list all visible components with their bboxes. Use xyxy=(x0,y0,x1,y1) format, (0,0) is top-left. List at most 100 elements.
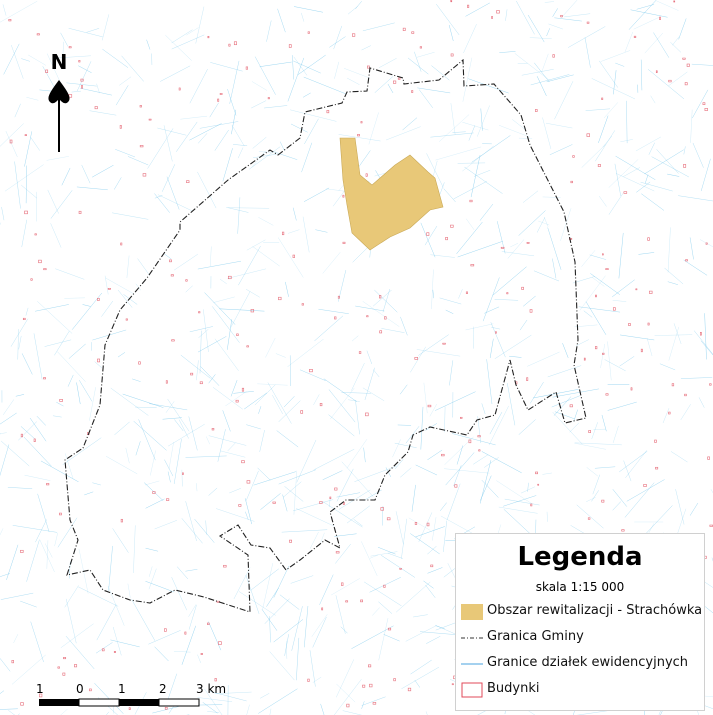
parcel-line xyxy=(545,122,573,129)
legend-item-parcels: Granice działek ewidencyjnych xyxy=(456,653,704,675)
building-mark xyxy=(595,294,597,298)
parcel-line xyxy=(296,439,317,483)
building-mark xyxy=(365,173,368,177)
building-mark xyxy=(684,82,688,86)
parcel-line xyxy=(490,322,506,358)
parcel-line xyxy=(312,616,327,648)
parcel-line xyxy=(55,268,85,280)
parcel-line xyxy=(656,0,679,11)
parcel-line xyxy=(110,387,149,416)
building-mark xyxy=(289,539,292,543)
building-mark xyxy=(454,484,458,488)
parcel-line xyxy=(670,451,688,463)
building-mark xyxy=(24,134,27,137)
parcel-line xyxy=(507,383,516,426)
parcel-line xyxy=(501,251,535,257)
building-mark xyxy=(623,191,628,194)
parcel-line xyxy=(608,193,624,215)
parcel-line xyxy=(126,255,130,278)
parcel-line xyxy=(233,144,248,147)
building-mark xyxy=(383,584,386,588)
building-mark xyxy=(601,499,605,503)
parcel-line xyxy=(387,552,403,559)
parcel-line xyxy=(572,276,595,284)
parcel-line xyxy=(519,319,528,331)
parcel-line xyxy=(614,163,622,197)
building-mark xyxy=(119,125,122,129)
building-mark xyxy=(526,377,529,381)
parcel-line xyxy=(154,646,169,662)
building-mark xyxy=(292,254,295,258)
parcel-line xyxy=(175,121,198,152)
building-mark xyxy=(218,641,222,645)
parcel-line xyxy=(254,56,276,95)
parcel-line xyxy=(57,517,78,548)
parcel-line xyxy=(646,338,653,357)
parcel-line xyxy=(496,480,532,504)
parcel-line xyxy=(608,159,639,188)
building-mark xyxy=(182,472,184,475)
building-mark xyxy=(352,33,356,37)
parcel-line xyxy=(335,659,355,698)
parcel-line xyxy=(644,32,664,54)
parcel-line xyxy=(197,697,233,703)
revitalization-area-strachowka[interactable] xyxy=(339,137,444,251)
parcel-line xyxy=(591,490,599,502)
parcel-line xyxy=(185,569,198,572)
building-mark xyxy=(399,567,402,570)
parcel-line xyxy=(355,305,385,312)
parcel-line xyxy=(354,465,397,482)
parcel-line xyxy=(654,334,693,336)
parcel-line xyxy=(672,36,680,46)
parcel-line xyxy=(399,384,408,395)
north-arrow: N xyxy=(44,50,74,160)
parcel-line xyxy=(346,505,370,524)
parcel-line xyxy=(585,301,607,335)
parcel-line xyxy=(607,401,637,411)
parcel-line xyxy=(105,456,138,475)
parcel-line xyxy=(336,683,356,703)
parcel-line xyxy=(282,494,288,512)
parcel-line xyxy=(257,467,271,481)
parcel-line xyxy=(195,6,205,44)
legend-label: Granice działek ewidencyjnych xyxy=(487,655,689,670)
parcel-line xyxy=(119,76,132,86)
building-mark xyxy=(288,44,292,48)
building-mark xyxy=(59,512,62,516)
building-mark xyxy=(186,180,190,183)
parcel-line xyxy=(445,309,454,314)
parcel-line xyxy=(351,335,359,342)
parcel-line xyxy=(443,566,458,578)
building-mark xyxy=(668,411,671,415)
parcel-line xyxy=(21,219,28,248)
parcel-line xyxy=(574,442,622,446)
parcel-line xyxy=(647,69,685,100)
parcel-line xyxy=(538,220,550,226)
parcel-line xyxy=(121,55,144,82)
building-mark xyxy=(384,316,387,320)
parcel-line xyxy=(101,14,110,41)
parcel-line xyxy=(338,134,381,142)
parcel-line xyxy=(401,666,440,690)
parcel-line xyxy=(273,565,290,598)
parcel-line xyxy=(284,634,289,656)
parcel-line xyxy=(416,51,435,58)
parcel-line xyxy=(76,382,81,405)
parcel-line xyxy=(174,253,198,271)
parcel-line xyxy=(363,447,366,463)
parcel-line xyxy=(26,96,39,101)
parcel-line xyxy=(464,166,503,194)
parcel-line xyxy=(147,128,174,169)
building-mark xyxy=(450,224,454,228)
building-mark xyxy=(246,480,251,484)
parcel-line xyxy=(670,42,682,53)
parcel-line xyxy=(392,439,401,458)
parcel-line xyxy=(231,124,245,147)
parcel-line xyxy=(196,360,199,381)
parcel-line xyxy=(112,626,122,656)
parcel-line xyxy=(369,554,379,559)
building-mark xyxy=(207,35,210,39)
parcel-line xyxy=(123,294,138,305)
parcel-line xyxy=(641,193,665,211)
